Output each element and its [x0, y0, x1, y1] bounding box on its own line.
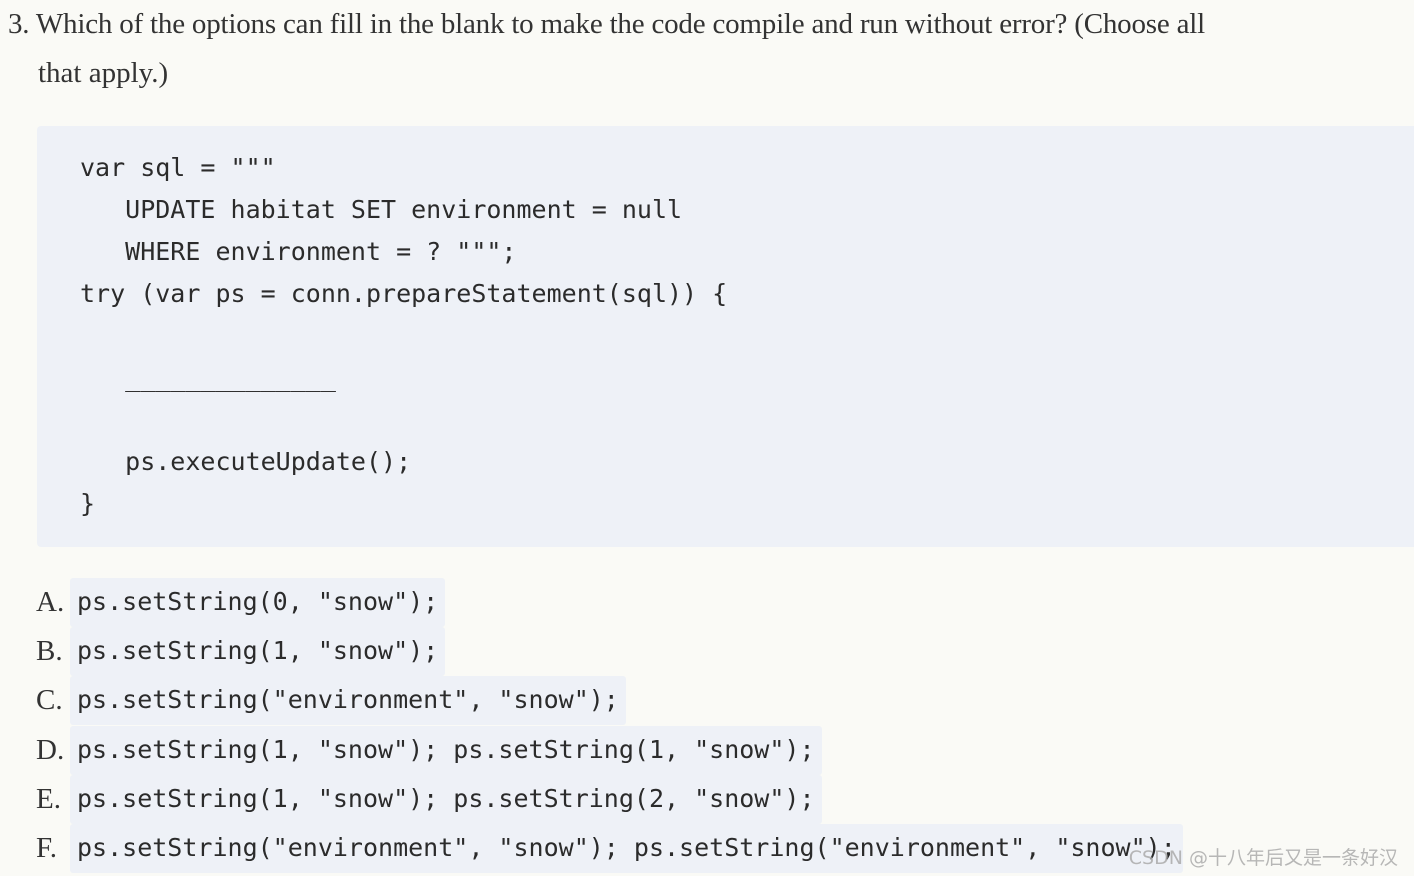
option-code: ps.setString(1, "snow"); ps.setString(2,…	[70, 774, 822, 824]
watermark: CSDN @十八年后又是一条好汉	[1128, 847, 1398, 869]
option-letter: F.	[36, 832, 58, 865]
option-letter: E.	[36, 782, 61, 815]
code-line-sql-decl: var sql = """	[80, 153, 276, 182]
answer-options: A. ps.setString(0, "snow"); B. ps.setStr…	[36, 578, 1183, 874]
code-line-close-brace: }	[80, 489, 96, 518]
question-body-line-2: that apply.)	[38, 57, 169, 89]
option-letter: B.	[36, 635, 63, 668]
option-code: ps.setString(1, "snow");	[70, 627, 446, 677]
option-letter: C.	[36, 684, 63, 717]
option-c: C. ps.setString("environment", "snow");	[36, 676, 1183, 726]
code-line-try: try (var ps = conn.prepareStatement(sql)…	[80, 279, 728, 308]
option-d: D. ps.setString(1, "snow"); ps.setString…	[36, 725, 1183, 775]
option-code: ps.setString(1, "snow"); ps.setString(1,…	[70, 725, 822, 775]
option-f: F. ps.setString("environment", "snow"); …	[36, 824, 1183, 874]
option-letter: A.	[36, 586, 65, 619]
question-number: 3.	[8, 8, 30, 40]
option-code: ps.setString("environment", "snow");	[70, 676, 626, 726]
question-text: 3. Which of the options can fill in the …	[8, 0, 1408, 98]
option-code: ps.setString("environment", "snow"); ps.…	[70, 824, 1183, 874]
code-line-empty-1	[80, 315, 1414, 357]
question-body-line-1: Which of the options can fill in the bla…	[35, 8, 1205, 40]
code-block: var sql = """ UPDATE habitat SET environ…	[37, 126, 1414, 547]
code-line-execute: ps.executeUpdate();	[80, 447, 412, 476]
option-code: ps.setString(0, "snow");	[70, 578, 446, 628]
code-line-blank: ______________	[80, 363, 336, 392]
code-line-update: UPDATE habitat SET environment = null	[80, 195, 683, 224]
option-a: A. ps.setString(0, "snow");	[36, 578, 1183, 628]
code-line-empty-2	[80, 399, 1414, 441]
code-line-where: WHERE environment = ? """;	[80, 237, 517, 266]
option-b: B. ps.setString(1, "snow");	[36, 627, 1183, 677]
question-line-1: 3. Which of the options can fill in the …	[8, 0, 1408, 49]
option-letter: D.	[36, 733, 65, 766]
option-e: E. ps.setString(1, "snow"); ps.setString…	[36, 774, 1183, 824]
